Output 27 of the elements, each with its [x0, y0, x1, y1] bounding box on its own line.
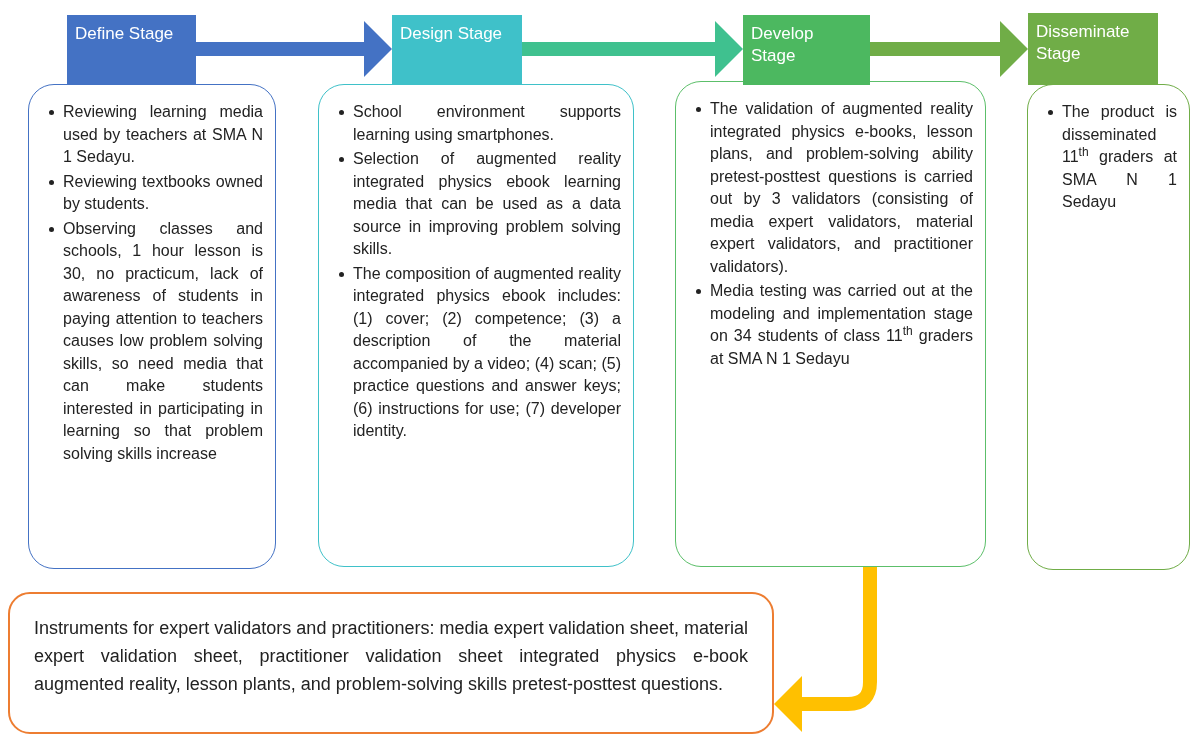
bullet-text: Reviewing textbooks owned by students. — [63, 171, 263, 214]
bullet-text: Selection of augmented reality integrated physics ebook learning media that can be used as a data source in improving problem solving skills. — [353, 149, 621, 259]
stage-title: Design Stage — [400, 23, 504, 45]
stage-header — [392, 15, 522, 85]
bullet-text: Observing classes and schools, 1 hour lesson is 30, no practicum, lack of awareness of students in paying attention to teachers causes low problem solving skills, so need media that can make students interested in participating in learning so that problem solving skills increase — [63, 218, 263, 464]
block-arrow — [522, 21, 743, 77]
stage-panel — [675, 81, 986, 567]
stage-panel — [318, 84, 634, 567]
bullet-text: The validation of augmented reality integrated physics e-books, lesson plans, and problem-solving ability pretest-posttest questions is carried out by 3 validators (consisting of media expert validators, material expert validators, and practitioner validators). — [710, 99, 973, 277]
stage-header — [67, 15, 196, 85]
note-box — [8, 592, 774, 734]
stage-header — [1028, 13, 1158, 85]
bullet-text: School environment supports learning using smartphones. — [353, 102, 621, 145]
stage-panel — [28, 84, 276, 569]
stage-title: Disseminate Stage — [1036, 21, 1131, 65]
bullet-text: Reviewing learning media used by teachers at SMA N 1 Sedayu. — [63, 102, 263, 167]
stage-header — [743, 15, 870, 85]
stage-panel — [1027, 84, 1190, 570]
block-arrow — [774, 567, 877, 732]
stage-title: Define Stage — [75, 23, 175, 45]
bullet-text: Media testing was carried out at the modeling and implementation stage on 34 students of class 11$^{th}$ graders at SMA N 1 Sedayu — [710, 281, 973, 369]
stage-title: Develop Stage — [751, 23, 815, 67]
bullet-text: The product is disseminated 11$^{th}$ graders at SMA N 1 Sedayu — [1062, 102, 1177, 212]
note-text: Instruments for expert validators and practitioners: media expert validation sheet, material expert validation sheet, practitioner validation sheet integrated physics e-book augmented reality, lesson plants, and problem-solving skills pretest-posttest questions. — [34, 617, 748, 696]
block-arrow — [870, 21, 1028, 77]
bullet-text: The composition of augmented reality integrated physics ebook includes: (1) cover; (2) competence; (3) a description of the material accompanied by a video; (4) scan; (5) practice questions and answer keys; (6) instructions for use; (7) developer identity. — [353, 263, 621, 441]
block-arrow — [196, 21, 392, 77]
